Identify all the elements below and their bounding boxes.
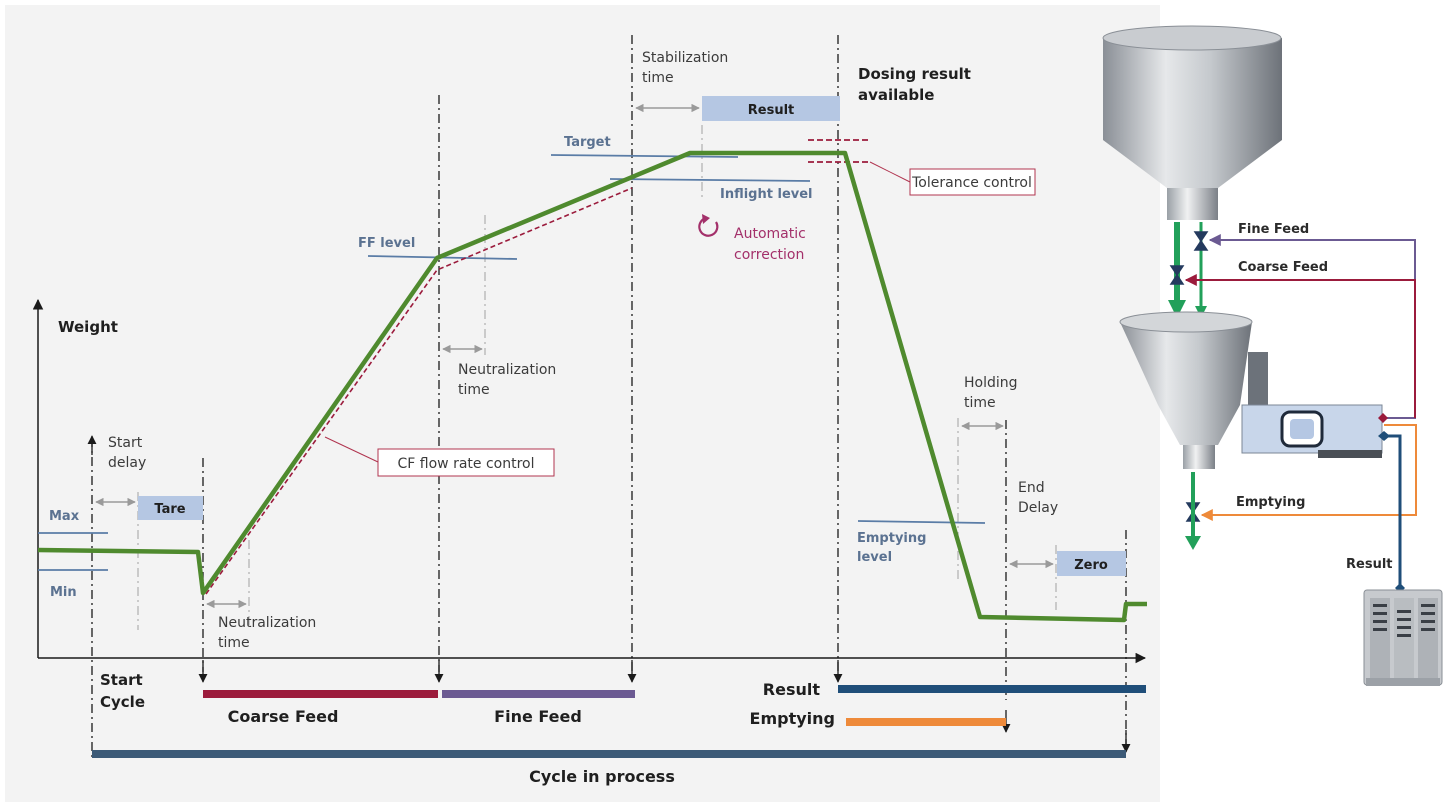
timing-arrows: [95, 103, 1054, 609]
cf-flow-reference-curve: [205, 187, 633, 595]
start-cycle-label-2: Cycle: [100, 693, 145, 711]
ff-level-label: FF level: [358, 236, 415, 251]
tolerance-callout-leader: [869, 161, 911, 183]
start-delay-label-2: delay: [108, 455, 146, 471]
coarse-feed-bar: [203, 690, 438, 698]
emptying-signal: [1200, 424, 1417, 521]
end-delay-label-a: End: [1018, 480, 1045, 496]
cycle-in-process-bar: [92, 750, 1126, 758]
result-bar: [838, 685, 1146, 693]
start-delay-label-1: Start: [108, 435, 143, 451]
emptying-bar: [846, 718, 1006, 726]
inflight-line: [609, 178, 811, 182]
emptying-level-label-2: level: [857, 550, 892, 565]
neutralization-label-2b: time: [458, 382, 490, 398]
neutralization-label-1a: Neutralization: [218, 615, 316, 631]
emptying-stream: [1185, 536, 1201, 550]
stabilization-label-b: time: [642, 70, 674, 86]
tare-label: Tare: [154, 502, 185, 517]
holding-label-a: Holding: [964, 375, 1018, 391]
hw-emptying-label: Emptying: [1236, 495, 1305, 510]
tolerance-lines: [808, 139, 870, 163]
hw-result-label: Result: [1346, 557, 1393, 572]
result-box: [702, 96, 840, 121]
cycle-in-process-label: Cycle in process: [529, 767, 675, 786]
emptying-level-label-1: Emptying: [857, 531, 926, 546]
tolerance-callout-label: Tolerance control: [911, 175, 1032, 191]
tare-box: [138, 496, 203, 520]
result-phase-label: Result: [763, 680, 821, 699]
emptying-phase-label: Emptying: [750, 709, 835, 728]
y-axis-label: Weight: [58, 318, 118, 336]
automatic-correction-label-2: correction: [734, 247, 804, 263]
upper-hopper-outlet: [1167, 188, 1218, 220]
zero-box: [1057, 551, 1126, 576]
holding-label-b: time: [964, 395, 996, 411]
fine-feed-bar: [442, 690, 635, 698]
phase-lines: [91, 35, 1127, 760]
end-delay-label-b: Delay: [1018, 500, 1058, 516]
phase-arrows: [87, 435, 1131, 753]
dosing-result-label-1: Dosing result: [858, 65, 971, 83]
chart-panel: [5, 5, 1160, 802]
coarse-feed-valve-icon: [1169, 265, 1185, 285]
min-label: Min: [50, 585, 77, 600]
dosing-result-label-2: available: [858, 86, 934, 104]
target-label: Target: [564, 135, 611, 150]
coarse-feed-signal: [1184, 274, 1416, 418]
cf-callout-label: CF flow rate control: [398, 456, 535, 472]
neutralization-label-1b: time: [218, 635, 250, 651]
stabilization-label-a: Stabilization: [642, 50, 728, 66]
neutralization-label-2a: Neutralization: [458, 362, 556, 378]
fine-feed-label: Fine Feed: [494, 707, 582, 726]
target-line: [550, 154, 739, 158]
max-label: Max: [49, 509, 80, 524]
coarse-feed-label: Coarse Feed: [228, 707, 339, 726]
cf-callout-leader: [324, 436, 379, 463]
plc-controller: [1363, 589, 1443, 686]
hw-fine-feed-label: Fine Feed: [1238, 222, 1309, 237]
result-box-label: Result: [748, 103, 795, 118]
cf-callout-box: [377, 448, 555, 477]
inflight-label: Inflight level: [720, 187, 813, 202]
upper-hopper: [1103, 38, 1282, 188]
emptying-level-line: [857, 520, 986, 524]
start-cycle-label-1: Start: [100, 671, 143, 689]
hw-coarse-feed-label: Coarse Feed: [1238, 260, 1328, 275]
automatic-correction-label-1: Automatic: [734, 226, 806, 242]
hardware-schematic: Fine Feed Coarse Feed Emptying Result: [1102, 25, 1443, 686]
tolerance-callout-box: [909, 168, 1036, 196]
zero-label: Zero: [1074, 558, 1108, 573]
weighing-hopper: [1120, 322, 1252, 445]
automatic-correction-icon: [698, 214, 719, 237]
weight-curve: [37, 150, 1147, 623]
fine-feed-valve-icon: [1193, 231, 1209, 251]
